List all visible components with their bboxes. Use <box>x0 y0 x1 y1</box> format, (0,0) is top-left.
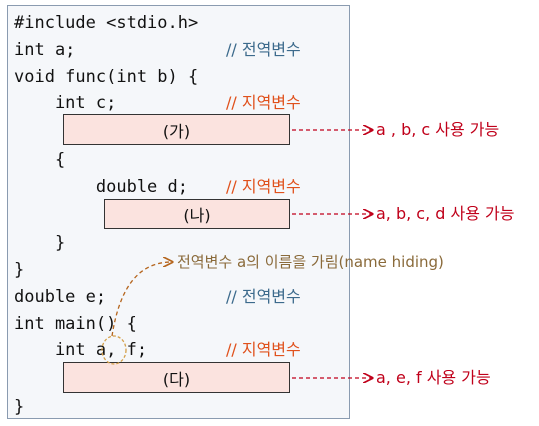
code-line-open-brace: { <box>14 150 66 170</box>
comment-local-d: // 지역변수 <box>226 177 301 196</box>
code-line-main-decl: int main() { <box>14 314 137 334</box>
code-line-close-inner: } <box>14 233 66 253</box>
comment-global-e: // 전역변수 <box>226 287 301 306</box>
comment-local-c: // 지역변수 <box>226 93 301 112</box>
code-line-close-main: } <box>14 397 25 417</box>
arrow-name-hiding <box>111 262 172 337</box>
code-line-func-decl: void func(int b) { <box>14 67 199 87</box>
code-line-local-c: int c; <box>14 93 117 113</box>
access-label-na: a, b, c, d 사용 가능 <box>376 204 515 223</box>
code-line-local-a-f: int a, f; <box>14 340 148 360</box>
local-a-highlight-circle <box>101 335 127 365</box>
code-line-global-a: int a; <box>14 40 76 60</box>
scope-block-na: (나) <box>104 199 290 229</box>
name-hiding-note: 전역변수 a의 이름을 가림(name hiding) <box>177 253 444 271</box>
scope-block-da: (다) <box>63 362 290 393</box>
access-label-da: a, e, f 사용 가능 <box>376 368 491 387</box>
code-line-global-e: double e; <box>14 287 107 307</box>
code-line-include: #include <stdio.h> <box>14 13 199 33</box>
access-label-ga: a , b, c 사용 가능 <box>376 120 500 139</box>
scope-block-ga-label: (가) <box>162 121 191 141</box>
comment-local-f: // 지역변수 <box>226 340 301 359</box>
scope-block-da-label: (다) <box>162 369 191 389</box>
scope-block-ga: (가) <box>63 114 290 145</box>
comment-global-a: // 전역변수 <box>226 40 301 59</box>
code-line-close-func: } <box>14 260 25 280</box>
scope-block-na-label: (나) <box>183 206 211 225</box>
code-line-local-d: double d; <box>14 177 188 197</box>
